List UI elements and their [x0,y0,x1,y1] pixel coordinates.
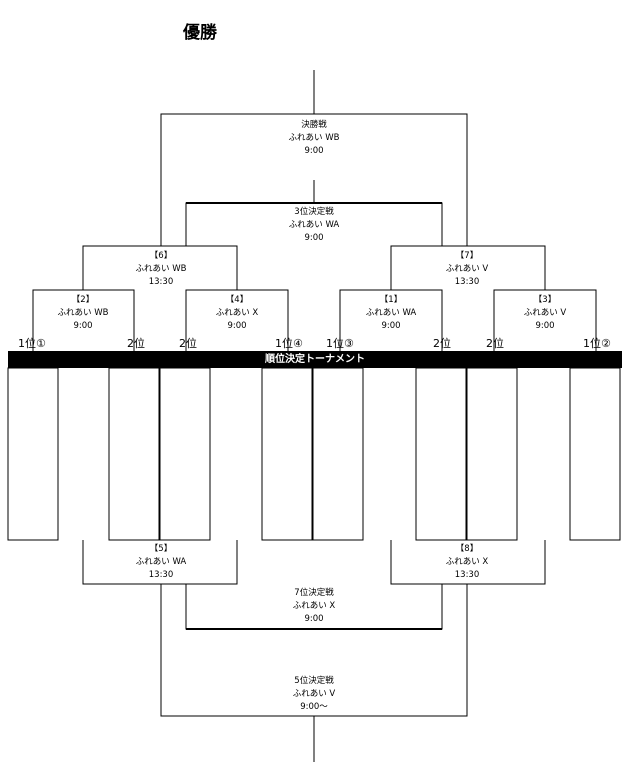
q3-time: 9:00 [535,321,555,331]
final-time: 9:00 [304,146,324,156]
seed-label: 1位③ [326,337,354,350]
seed-label: 2位 [179,337,197,350]
lower-box-7 [466,367,518,541]
semi7-venue: ふれあい V [445,264,489,274]
q4-no: 【4】 [225,295,249,305]
semi7-label: 【7】 ふれあい V 13:30 [446,250,489,289]
semi6-no: 【6】 [149,251,173,261]
m5-venue: ふれあい WA [135,557,187,567]
seed-label: 1位② [583,337,611,350]
m8-venue: ふれあい X [445,557,489,567]
semi6-time: 13:30 [148,277,174,287]
lower-box-1 [7,367,59,541]
seed-label: 2位 [486,337,504,350]
lower-box-8 [569,367,621,541]
q2-time: 9:00 [73,321,93,331]
lower-box-4 [261,367,313,541]
q4-venue: ふれあい X [215,308,259,318]
q1-no: 【1】 [379,295,403,305]
q1-time: 9:00 [381,321,401,331]
m8-bracket-line [390,540,546,585]
q3-label: 【3】 ふれあい V 9:00 [524,294,567,333]
seventh-place-label: 7位決定戦 ふれあい X 9:00 [293,587,336,626]
third-place-label: 3位決定戦 ふれあい WA 9:00 [289,206,339,245]
seventh-place-time: 9:00 [304,614,324,624]
semi7-no: 【7】 [455,251,479,261]
m8-time: 13:30 [454,570,480,580]
fifth-place-time: 9:00～ [300,702,328,712]
q4-label: 【4】 ふれあい X 9:00 [216,294,259,333]
third-place-venue: ふれあい WA [288,220,340,230]
m5-time: 13:30 [148,570,174,580]
third-place-name: 3位決定戦 [294,207,334,217]
m5-no: 【5】 [149,544,173,554]
semi6-label: 【6】 ふれあい WB 13:30 [136,250,187,289]
q2-no: 【2】 [71,295,95,305]
seed-label: 1位④ [275,337,303,350]
lower-box-3 [159,367,211,541]
fifth-place-label: 5位決定戦 ふれあい V 9:00～ [293,675,336,714]
seed-label: 1位① [18,337,46,350]
final-name: 決勝戦 [301,120,327,130]
q3-bracket-line [493,289,597,351]
m5-bracket-line [82,540,238,585]
final-venue: ふれあい WB [288,133,340,143]
q4-time: 9:00 [227,321,247,331]
q3-no: 【3】 [533,295,557,305]
q1-venue: ふれあい WA [365,308,417,318]
lower-box-2 [108,367,160,541]
third-place-time: 9:00 [304,233,324,243]
seed-label: 2位 [433,337,451,350]
lower-box-5 [312,367,364,541]
q2-venue: ふれあい WB [57,308,109,318]
q2-label: 【2】 ふれあい WB 9:00 [58,294,109,333]
tournament-banner: 順位決定トーナメント [8,351,622,368]
fifth-place-name: 5位決定戦 [294,676,334,686]
semi7-bracket-line [390,245,546,290]
q4-bracket-line [185,289,289,351]
semi7-time: 13:30 [454,277,480,287]
m8-no: 【8】 [455,544,479,554]
semi6-bracket-line [82,245,238,290]
semi6-venue: ふれあい WB [135,264,187,274]
fifth-place-venue: ふれあい V [292,689,336,699]
m5-label: 【5】 ふれあい WA 13:30 [136,543,186,582]
page-title: 優勝 [183,23,217,43]
seventh-place-venue: ふれあい X [292,601,336,611]
q2-bracket-line [32,289,135,351]
seed-label: 2位 [127,337,145,350]
seventh-place-name: 7位決定戦 [294,588,334,598]
m8-label: 【8】 ふれあい X 13:30 [446,543,489,582]
q1-label: 【1】 ふれあい WA 9:00 [366,294,416,333]
q1-bracket-line [339,289,443,351]
final-label: 決勝戦 ふれあい WB 9:00 [289,119,340,158]
lower-box-6 [415,367,467,541]
q3-venue: ふれあい V [523,308,567,318]
